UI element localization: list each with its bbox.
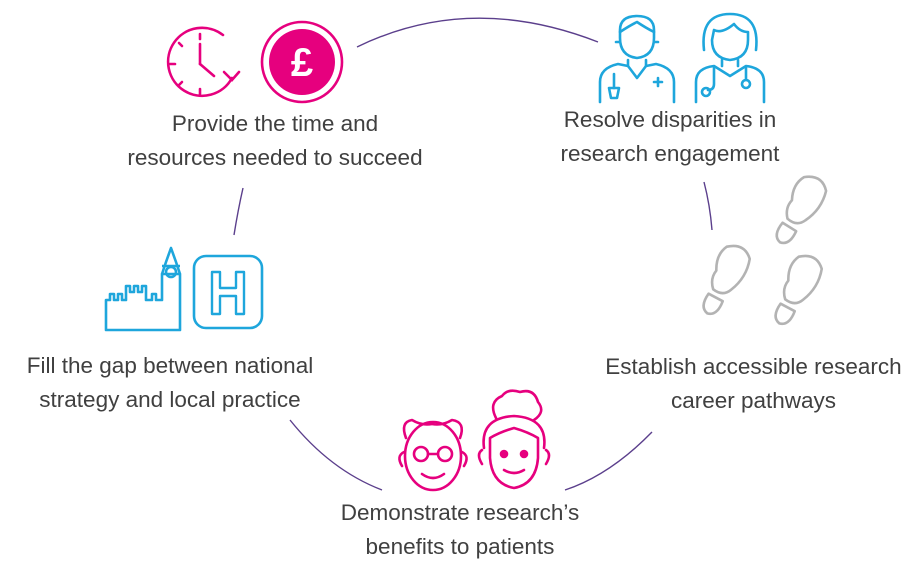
step-label-resources: Provide the time and resources needed to… <box>110 107 440 175</box>
step-label-line: benefits to patients <box>365 534 555 559</box>
parliament-icon <box>104 246 182 332</box>
step-label-line: strategy and local practice <box>39 387 301 412</box>
step-label-line: research engagement <box>560 141 780 166</box>
step-label-pathways: Establish accessible research career pat… <box>590 350 917 418</box>
svg-text:£: £ <box>291 41 313 85</box>
step-label-benefits: Demonstrate research’s benefits to patie… <box>300 496 620 564</box>
step-label-gap: Fill the gap between national strategy a… <box>0 349 340 417</box>
male-doctor-icon <box>598 14 676 104</box>
step-label-line: Provide the time and <box>171 111 379 136</box>
elderly-woman-icon <box>477 389 551 490</box>
step-label-line: Fill the gap between national <box>26 353 314 378</box>
female-doctor-icon <box>694 12 766 104</box>
elderly-man-icon <box>398 418 468 492</box>
step-label-disparities: Resolve disparities in research engageme… <box>520 103 820 171</box>
step-label-line: Resolve disparities in <box>563 107 777 132</box>
connector-arc-bottom-left <box>289 419 383 491</box>
step-label-line: Demonstrate research’s <box>340 500 580 525</box>
hospital-icon <box>192 254 264 330</box>
connector-arc-bottom-right <box>564 431 653 491</box>
clock-icon <box>166 26 241 98</box>
step-label-line: Establish accessible research <box>605 354 902 379</box>
pound-coin-icon: £ <box>260 20 344 104</box>
connector-arc-top <box>356 17 599 48</box>
connector-arc-left <box>233 187 244 236</box>
step-label-line: resources needed to succeed <box>127 145 423 170</box>
step-label-line: career pathways <box>670 388 837 413</box>
footprints-icon <box>702 175 828 326</box>
connector-arc-right <box>703 181 713 231</box>
